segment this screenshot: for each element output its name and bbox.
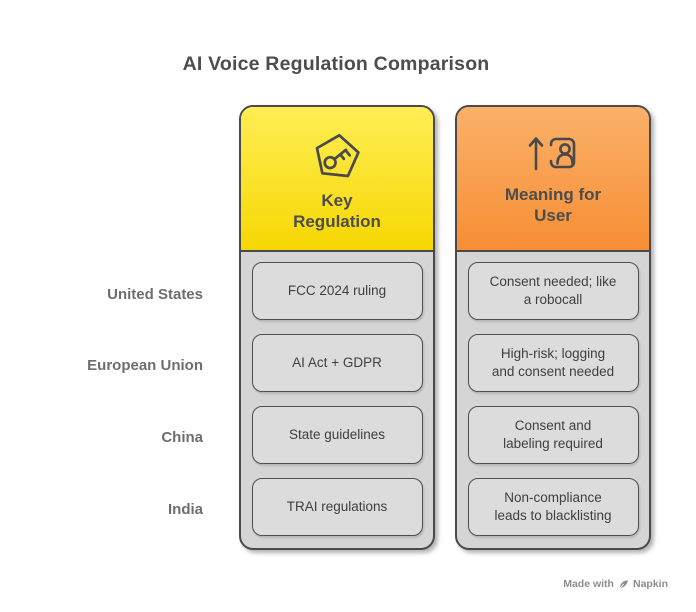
column-header-key-regulation: Key Regulation	[241, 107, 433, 252]
cell-key-regulation-european-union: AI Act + GDPR	[251, 334, 423, 392]
row-label-united-states: United States	[107, 286, 203, 303]
row-label-china: China	[161, 429, 203, 446]
cell-meaning-for-user-india: Non-compliance leads to blacklisting	[467, 478, 639, 536]
cell-key-regulation-india: TRAI regulations	[251, 478, 423, 536]
cell-key-regulation-china: State guidelines	[251, 406, 423, 464]
cell-meaning-for-user-united-states: Consent needed; like a robocall	[467, 262, 639, 320]
column-label-key-regulation: Key Regulation	[293, 191, 381, 231]
column-body-key-regulation: FCC 2024 ruling AI Act + GDPR State guid…	[241, 252, 433, 536]
row-label-european-union: European Union	[87, 357, 203, 374]
cell-meaning-for-user-china: Consent and labeling required	[467, 406, 639, 464]
column-header-meaning-for-user: Meaning for User	[457, 107, 649, 252]
column-body-meaning-for-user: Consent needed; like a robocall High-ris…	[457, 252, 649, 536]
row-label-india: India	[167, 501, 203, 518]
key-pentagon-icon	[312, 131, 362, 181]
column-key-regulation: Key Regulation FCC 2024 ruling AI Act + …	[239, 105, 435, 550]
page-title: AI Voice Regulation Comparison	[182, 53, 490, 75]
brand-label: Napkin	[632, 578, 668, 590]
cell-meaning-for-user-european-union: High-risk; logging and consent needed	[467, 334, 639, 392]
column-meaning-for-user: Meaning for User Consent needed; like a …	[455, 105, 651, 550]
made-with-label: Made with	[563, 578, 614, 590]
user-upload-icon	[527, 131, 579, 175]
pen-icon	[618, 579, 629, 590]
cell-key-regulation-united-states: FCC 2024 ruling	[251, 262, 423, 320]
made-with-napkin-credit: Made with Napkin	[563, 577, 668, 591]
column-label-meaning-for-user: Meaning for User	[504, 185, 602, 225]
